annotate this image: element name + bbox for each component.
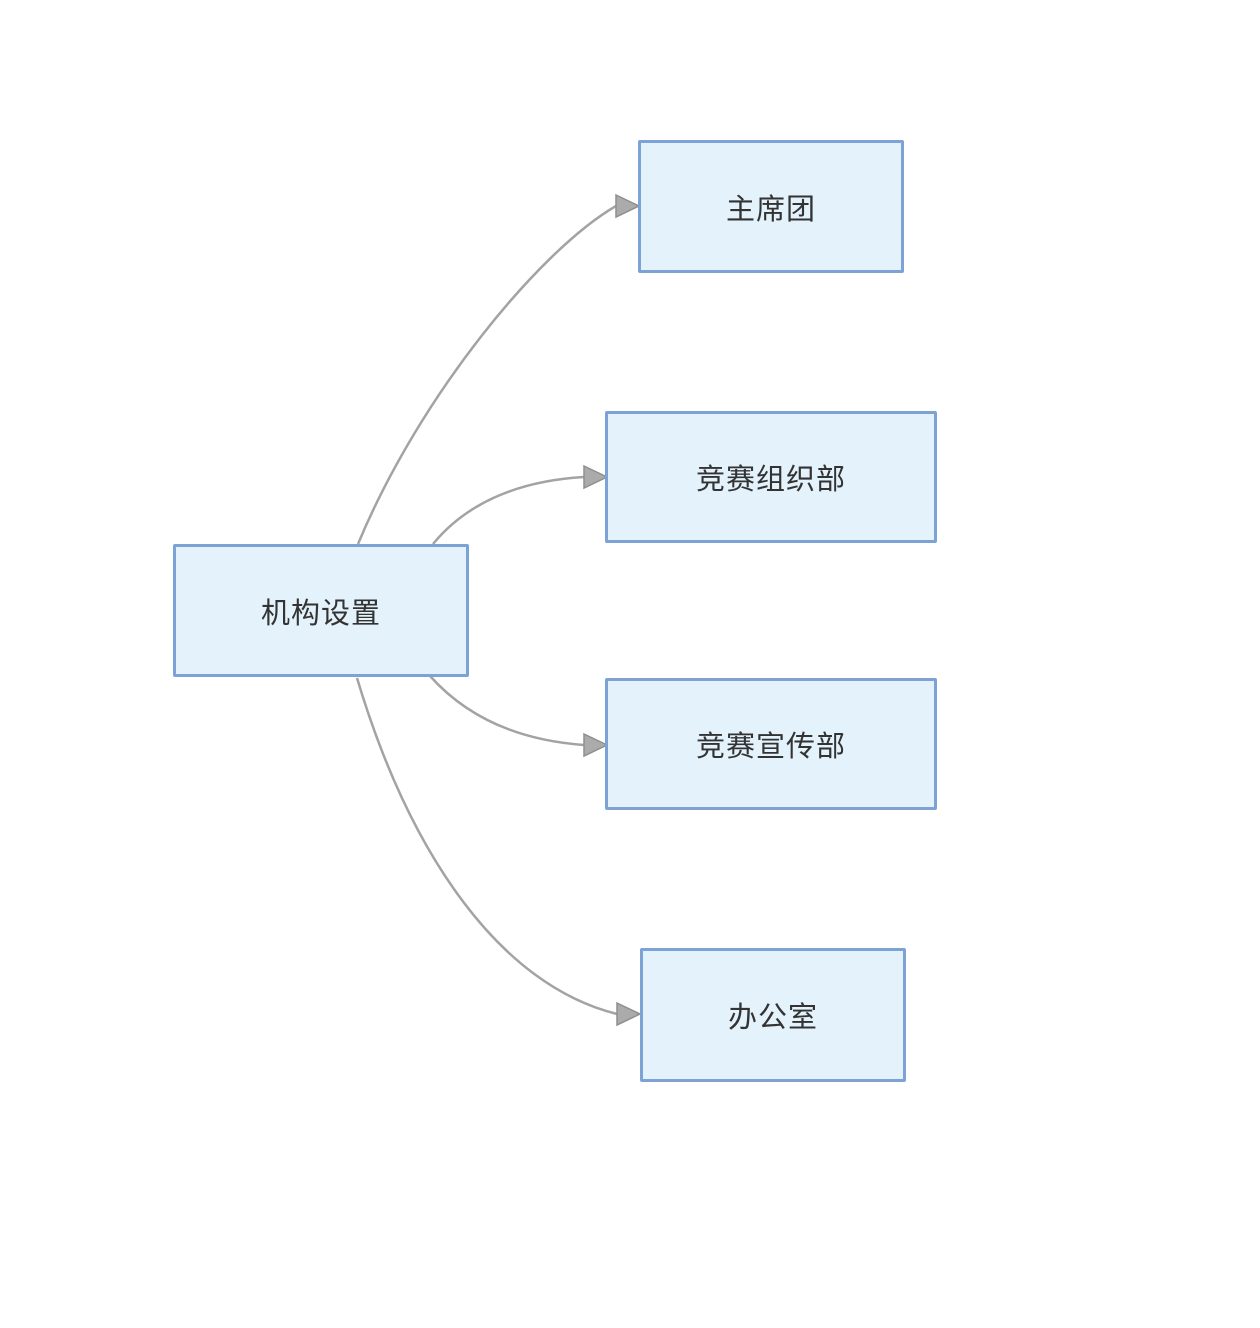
node-label: 机构设置 (260, 597, 381, 630)
node-label: 竞赛组织部 (695, 464, 846, 496)
connector-root-to-competition-publicity-dept (429, 675, 609, 758)
connector-root-to-competition-organization-dept (432, 464, 609, 545)
node-presidium[interactable]: 主席团 (638, 140, 904, 273)
connector-root-to-presidium (356, 193, 641, 545)
node-label: 办公室 (727, 1002, 818, 1034)
node-org-structure-root[interactable]: 机构设置 (173, 544, 469, 677)
node-label: 主席团 (725, 193, 816, 226)
node-label: 竞赛宣传部 (695, 731, 846, 763)
node-competition-organization-dept[interactable]: 竞赛组织部 (605, 411, 937, 543)
arrowhead-icon (583, 732, 609, 758)
connector-root-to-office (355, 677, 642, 1027)
arrowhead-icon (583, 464, 609, 490)
arrowhead-icon (616, 1001, 642, 1027)
node-competition-publicity-dept[interactable]: 竞赛宣传部 (605, 678, 937, 810)
arrowhead-icon (615, 193, 641, 219)
node-office[interactable]: 办公室 (640, 948, 906, 1082)
